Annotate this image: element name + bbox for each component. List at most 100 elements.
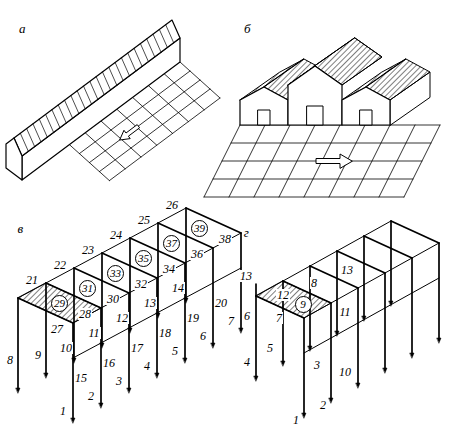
longitudinal-beam (213, 233, 241, 248)
part-number: 4 (243, 356, 251, 368)
part-number: 4 (143, 360, 151, 372)
part-number: 10 (338, 366, 352, 378)
callout-number: 29 (54, 298, 65, 309)
part-number: 5 (171, 345, 179, 357)
roof-rib (140, 44, 148, 62)
part-number: 10 (59, 342, 73, 354)
part-number: 8 (310, 277, 318, 289)
part-number: 12 (115, 312, 129, 324)
column-foot (128, 328, 132, 333)
column-foot (239, 328, 243, 333)
grid-line (69, 145, 109, 181)
facade (342, 87, 390, 125)
roof-rib (77, 91, 85, 109)
column-foot (410, 353, 414, 358)
part-number: 12 (276, 289, 290, 301)
roof-panel (256, 281, 331, 318)
grid-line (85, 133, 125, 169)
longitudinal-beam (364, 221, 391, 236)
crane-beam (129, 313, 157, 328)
longitudinal-beam (412, 243, 439, 258)
part-number: 2 (319, 399, 327, 411)
roof-rib (65, 100, 73, 118)
column (17, 298, 19, 388)
roof-rib (128, 53, 136, 71)
multi-span-building (204, 38, 440, 197)
column-foot (389, 301, 393, 306)
roof-beam (364, 236, 412, 258)
column-foot (335, 331, 339, 336)
grid-line (109, 98, 220, 181)
roof-rib (52, 110, 60, 128)
part-number: 2 (87, 390, 95, 402)
side-wall (22, 38, 180, 180)
grid-line (180, 62, 220, 98)
callout-number: 33 (110, 268, 121, 279)
column (303, 318, 305, 413)
roof-rib (96, 77, 104, 95)
roof-beam (391, 221, 439, 243)
column-foot (302, 413, 306, 418)
longitudinal-beam (310, 251, 337, 266)
longitudinal-beam (185, 248, 213, 263)
part-number: 11 (87, 327, 100, 339)
part-number: 21 (25, 274, 39, 286)
column-foot (308, 346, 312, 351)
roof-rib (46, 114, 54, 132)
column (185, 208, 187, 298)
gate (258, 110, 270, 125)
part-number: 26 (165, 199, 179, 211)
part-number: 23 (81, 244, 95, 256)
column-foot (156, 313, 160, 318)
callout-circle: 35 (135, 250, 152, 267)
callout-circle: 39 (191, 220, 208, 237)
crane-beam (101, 328, 129, 343)
longitudinal-beam (358, 273, 385, 288)
part-number: 1 (292, 414, 300, 426)
longitudinal-beam (337, 236, 364, 251)
facade (288, 66, 342, 125)
part-number: 14 (171, 282, 185, 294)
column (336, 251, 338, 331)
roof-rib (166, 25, 174, 43)
longitudinal-beam (129, 278, 157, 293)
crane-beam (73, 343, 101, 358)
column (357, 288, 359, 383)
column-foot (437, 338, 441, 343)
part-number: 6 (199, 330, 207, 342)
callout-number: 37 (166, 238, 177, 249)
column (73, 268, 75, 358)
column (255, 284, 257, 296)
roof-rib (90, 81, 98, 99)
column-foot (155, 373, 159, 378)
column (363, 236, 365, 316)
roof-rib (121, 58, 129, 76)
panel-letter: в (16, 222, 24, 235)
part-number: 36 (190, 248, 204, 260)
part-number: 11 (338, 306, 351, 318)
longitudinal-beam (283, 266, 310, 281)
column-foot (184, 298, 188, 303)
roof-rib (58, 105, 66, 123)
part-number: 19 (186, 312, 200, 324)
column-foot (16, 388, 20, 393)
column (129, 238, 131, 328)
column-foot (72, 358, 76, 363)
callout-circle: 29 (51, 295, 68, 312)
crane-beam (412, 278, 439, 293)
part-number: 24 (109, 229, 123, 241)
callout-number: 31 (82, 283, 93, 294)
grid-line (404, 125, 440, 197)
gate (360, 110, 372, 125)
part-number: 13 (340, 264, 354, 276)
crane-beam (304, 338, 331, 353)
part-number: 28 (78, 308, 92, 320)
longitudinal-beam (157, 263, 185, 278)
longitudinal-beam (101, 293, 129, 308)
roof-rib (159, 29, 167, 47)
column (438, 243, 440, 338)
part-number: 18 (158, 327, 172, 339)
crane-beam (358, 308, 385, 323)
